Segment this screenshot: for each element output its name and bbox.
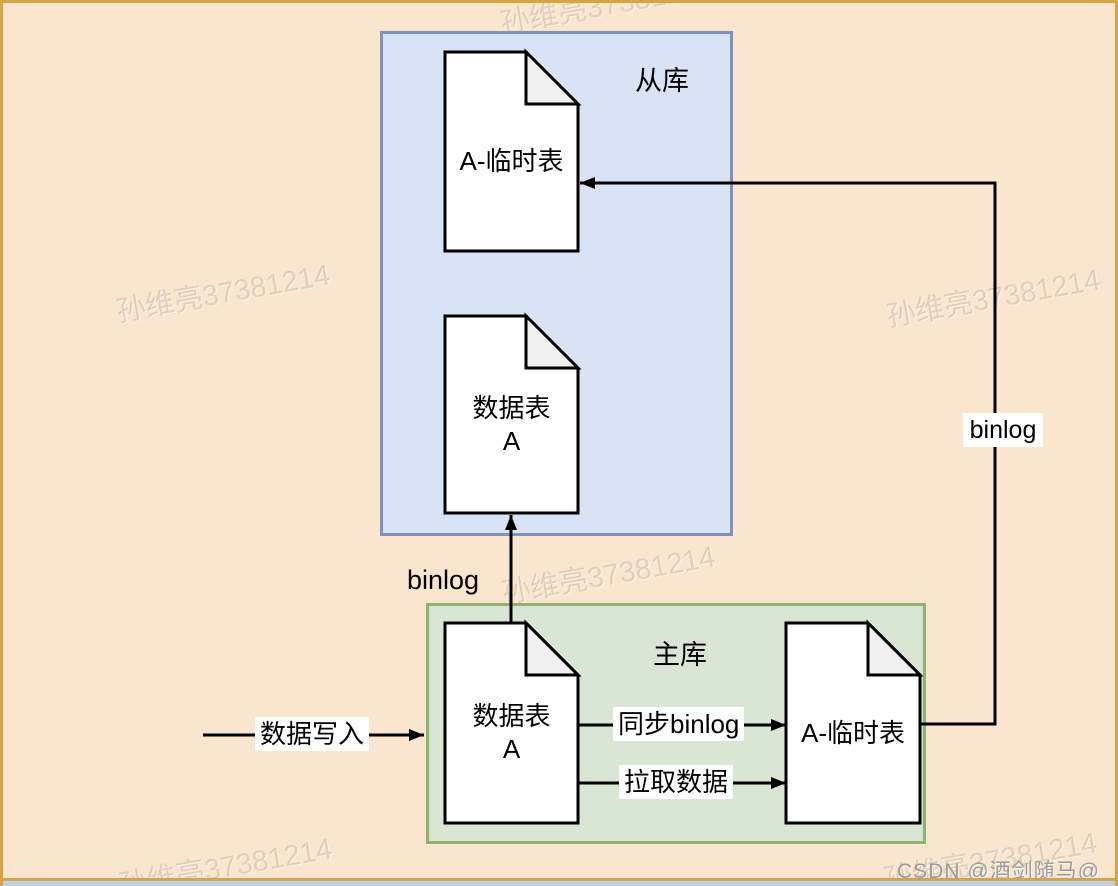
arrow-binlog-route — [580, 177, 997, 726]
csdn-credit: CSDN @酒剑随马@ — [897, 860, 1100, 883]
edge-label-data-write: 数据写入 — [255, 717, 370, 751]
master-box-title: 主库 — [653, 640, 707, 670]
slave-data-table-label: 数据表 A — [472, 392, 551, 456]
doc-fold-corner — [524, 312, 582, 370]
frame-bottom-gold — [3, 878, 1115, 881]
master-data-table-label: 数据表 A — [472, 701, 551, 764]
edge-label-binlog-route: binlog — [963, 413, 1043, 447]
master-temp-table-label: A-临时表 — [800, 717, 905, 748]
doc-shape-master-temp-table — [784, 619, 924, 825]
doc-fold-corner — [866, 619, 924, 677]
edge-label-binlog-up: binlog — [407, 565, 480, 595]
edge-label-pull-data: 拉取数据 — [619, 765, 734, 799]
slave-temp-table-label: A-临时表 — [459, 146, 564, 176]
doc-shape-master-data-table — [443, 619, 582, 825]
doc-fold-corner — [524, 619, 582, 677]
doc-shape-slave-temp-table — [443, 48, 582, 253]
frame-bottom-blue — [3, 881, 1115, 886]
slave-box-title: 从库 — [635, 66, 689, 96]
edge-label-sync-binlog: 同步binlog — [613, 707, 745, 741]
doc-fold-corner — [524, 48, 582, 106]
diagram-shapes-layer — [203, 48, 997, 825]
doc-shape-slave-data-table — [443, 312, 582, 515]
